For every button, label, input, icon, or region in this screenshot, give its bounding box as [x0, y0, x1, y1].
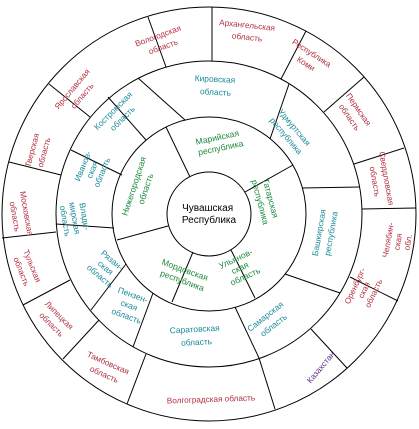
divider — [116, 225, 169, 241]
region-label-ryazan: Рязан- ская область — [85, 247, 129, 290]
divider — [269, 83, 290, 140]
divider — [8, 161, 62, 176]
ring2-dividers — [55, 77, 361, 359]
region-label-vladimir: Влади- мирская область — [57, 200, 93, 239]
ring3-dividers — [1, 7, 417, 410]
label-line: область — [181, 336, 213, 348]
label-line: Кировская — [195, 73, 236, 85]
region-label-volgograd: Волгоградская область — [167, 393, 256, 405]
region-label-arkhang: Архангельская область — [218, 18, 278, 45]
region-label-kirov: Кировская область — [194, 73, 238, 98]
divider — [234, 306, 260, 359]
label-line: ская — [392, 233, 404, 251]
divider — [361, 207, 417, 210]
label-line: Чувашская — [182, 203, 233, 214]
divider — [280, 30, 307, 80]
divider — [353, 147, 405, 165]
outer-circle — [1, 6, 417, 422]
ring1-dividers — [116, 126, 294, 303]
region-label-udmurt: Удмуртская республика — [267, 107, 314, 157]
circle-ring2-inner — [111, 116, 307, 312]
region-label-tatar: Татарская республика — [249, 176, 281, 226]
region-label-samar: Самарская область — [245, 298, 294, 343]
region-label-yaroslav: Ярославская область — [53, 66, 102, 119]
divider — [349, 276, 399, 302]
region-label-kazakh: Казахстан — [305, 350, 337, 385]
center-label: Чувашская Республика — [182, 203, 237, 226]
label-line: обл. — [402, 234, 414, 251]
circle-ring3-inner — [55, 60, 363, 368]
divider — [284, 273, 341, 294]
divider — [107, 96, 147, 141]
region-label-mordov: Мордовская республика — [157, 257, 212, 294]
divider — [55, 223, 115, 229]
region-label-mariy: Марийская республика — [195, 127, 245, 157]
region-label-chelyab: Челябин- ская обл. — [381, 220, 416, 262]
region-label-tver: Тверская область — [23, 130, 53, 171]
divider — [171, 251, 194, 303]
label-line: область — [231, 31, 262, 43]
label-line: область — [200, 86, 232, 98]
label-line: Свердловская — [377, 151, 395, 206]
label-line: Влади- — [77, 202, 92, 231]
label-line: Волгоградская область — [167, 393, 256, 405]
divider — [137, 77, 186, 121]
divider — [310, 328, 348, 369]
divider — [90, 263, 127, 311]
region-label-bashkir: Башкирская республика — [310, 206, 340, 259]
region-label-orenb: Оренбург- ская область — [343, 264, 387, 313]
region-label-tula: Тульская область — [10, 248, 43, 290]
region-label-moscow: Московская область — [6, 191, 35, 241]
divider — [22, 279, 71, 306]
divider — [230, 249, 256, 299]
region-label-saratov: Саратовская область — [169, 323, 222, 349]
divider — [132, 292, 154, 348]
divider — [258, 357, 276, 410]
divider — [62, 319, 100, 360]
divider — [1, 231, 57, 239]
divider — [70, 149, 123, 176]
label-line: Архангельская — [219, 18, 276, 33]
ring-circles — [1, 6, 417, 422]
divider — [165, 126, 191, 178]
label-line: Казахстан — [305, 350, 337, 385]
divider — [323, 76, 365, 113]
label-line: Республика — [182, 214, 237, 226]
region-label-nizhe: Нижегородская область — [120, 153, 161, 220]
center-circle — [166, 171, 252, 257]
divider — [301, 186, 361, 189]
region-label-ulyan: Ульянов- ская область — [217, 246, 264, 289]
label-line: Саратовская — [169, 323, 219, 336]
region-label-penza: Пензен- ская область — [109, 285, 151, 327]
divider — [126, 353, 147, 405]
divider — [48, 83, 91, 118]
region-label-kostrom: Костромская область — [92, 88, 144, 140]
divider — [244, 164, 294, 193]
label-line: область — [368, 166, 382, 197]
region-label-sverdl: Свердловская область — [365, 151, 396, 210]
divider — [147, 16, 167, 68]
label-line: область — [8, 201, 22, 232]
